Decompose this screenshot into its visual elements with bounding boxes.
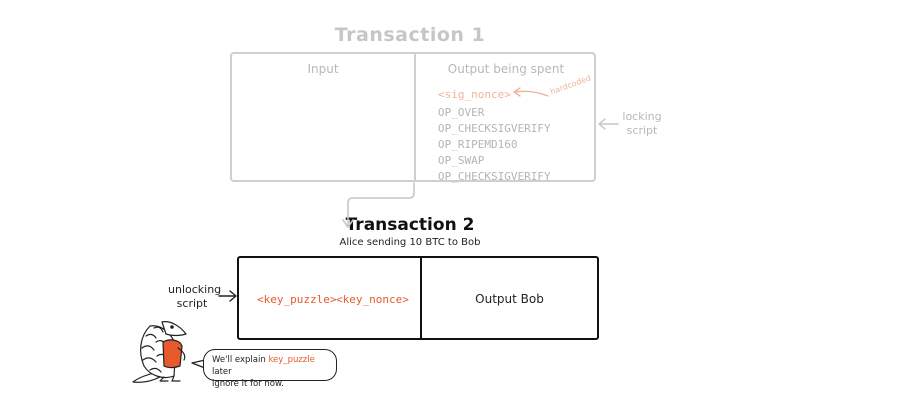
unlock-key-nonce: <key_nonce>	[336, 293, 409, 306]
speech-bubble-line-1: We'll explain key_puzzle later	[212, 355, 315, 377]
transaction-2-divider	[420, 258, 422, 338]
script-line-op-checksigverify-2: OP_CHECKSIGVERIFY	[438, 170, 551, 183]
transaction-1-divider	[414, 54, 416, 180]
speech-bubble-highlight: key_puzzle	[268, 355, 315, 365]
output-bob: Output Bob	[475, 292, 544, 306]
unlock-key-puzzle: <key_puzzle>	[257, 293, 337, 306]
hardcoded-arrow-head	[513, 87, 521, 97]
transaction-2-box: <key_puzzle> <key_nonce> Output Bob	[237, 256, 599, 340]
transaction-2-title: Transaction 2	[345, 215, 475, 235]
unlocking-script-label: unlocking script	[168, 283, 222, 310]
script-line-sig-nonce: <sig_nonce>	[438, 88, 511, 101]
pangolin-mascot	[132, 321, 187, 383]
input-header: Input	[307, 62, 339, 76]
transaction-connector-arrow	[347, 182, 415, 227]
script-line-op-over: OP_OVER	[438, 106, 485, 119]
output-header: Output being spent	[447, 62, 565, 76]
script-line-op-swap: OP_SWAP	[438, 154, 485, 167]
script-line-op-checksigverify-1: OP_CHECKSIGVERIFY	[438, 122, 551, 135]
transaction-2-subtitle: Alice sending 10 BTC to Bob	[339, 237, 481, 248]
speech-bubble-line-2: ignore it for now.	[212, 379, 284, 389]
hardcoded-arrow	[514, 90, 549, 97]
transaction-1-title: Transaction 1	[334, 24, 486, 46]
speech-bubble: We'll explain key_puzzle later ignore it…	[203, 349, 337, 389]
script-line-op-ripemd160: OP_RIPEMD160	[438, 138, 518, 151]
speech-bubble-tail	[191, 359, 206, 369]
locking-script-label: locking script	[622, 110, 662, 137]
locking-arrow-head	[598, 118, 606, 130]
transaction-connector-arrow-head	[342, 219, 354, 228]
transaction-1-box: Input Output being spent <sig_nonce> OP_…	[230, 52, 596, 183]
unlocking-arrow-head	[229, 290, 237, 302]
